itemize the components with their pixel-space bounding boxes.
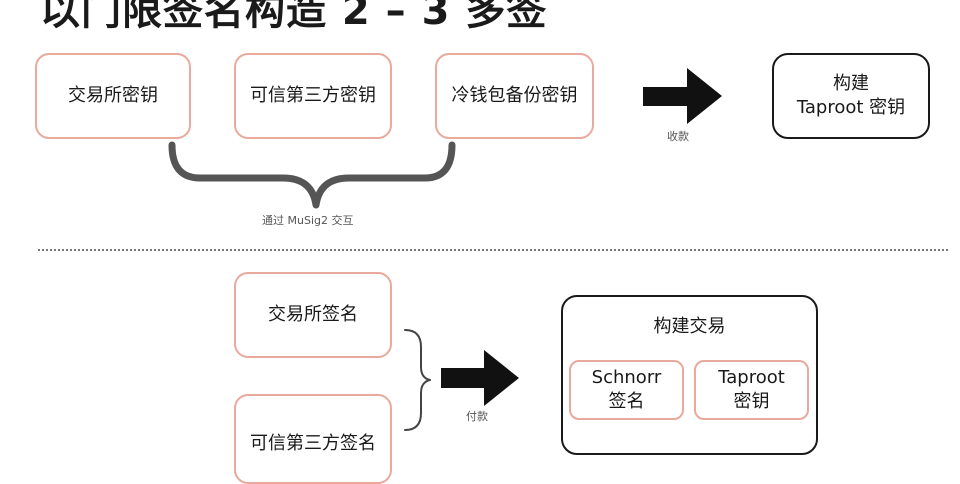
taproot-key-result-box: 构建 Taproot 密钥: [772, 53, 930, 139]
exchange-signature-label: 交易所签名: [268, 303, 358, 325]
taproot-key-result-line1: 构建: [833, 72, 869, 94]
page-title: 以门限签名构造 2 – 3 多签: [40, 0, 548, 34]
bottom-arrow-icon: [441, 350, 519, 406]
top-curly-brace: [168, 141, 456, 209]
cold-wallet-backup-key-label: 冷钱包备份密钥: [451, 84, 578, 106]
taproot-key-inner-line1: Taproot: [718, 366, 785, 388]
taproot-key-inner-line2: 密钥: [733, 391, 770, 412]
pay-label: 付款: [466, 410, 488, 423]
trusted-third-party-key-box: 可信第三方密钥: [234, 53, 392, 139]
receive-label: 收款: [667, 130, 689, 143]
diagram-shapes: [168, 68, 722, 431]
build-transaction-group: 构建交易: [561, 295, 818, 455]
musig2-label: 通过 MuSig2 交互: [262, 214, 354, 227]
schnorr-signature-box: Schnorr 签名: [569, 360, 684, 420]
taproot-key-inner-box: Taproot 密钥: [694, 360, 809, 420]
taproot-key-result-line2: Taproot 密钥: [796, 97, 906, 118]
section-divider: [38, 249, 948, 251]
bottom-curly-brace: [404, 329, 431, 431]
exchange-key-box: 交易所密钥: [35, 53, 191, 139]
schnorr-signature-line1: Schnorr: [591, 366, 662, 388]
trusted-third-party-signature-label: 可信第三方签名: [250, 433, 376, 454]
build-transaction-title: 构建交易: [653, 316, 726, 337]
top-arrow-icon: [643, 68, 722, 124]
exchange-signature-box: 交易所签名: [234, 272, 392, 358]
trusted-third-party-key-label: 可信第三方密钥: [250, 84, 376, 106]
schnorr-signature-line2: 签名: [608, 391, 645, 412]
exchange-key-label: 交易所密钥: [68, 84, 158, 106]
cold-wallet-backup-key-box: 冷钱包备份密钥: [435, 53, 594, 139]
